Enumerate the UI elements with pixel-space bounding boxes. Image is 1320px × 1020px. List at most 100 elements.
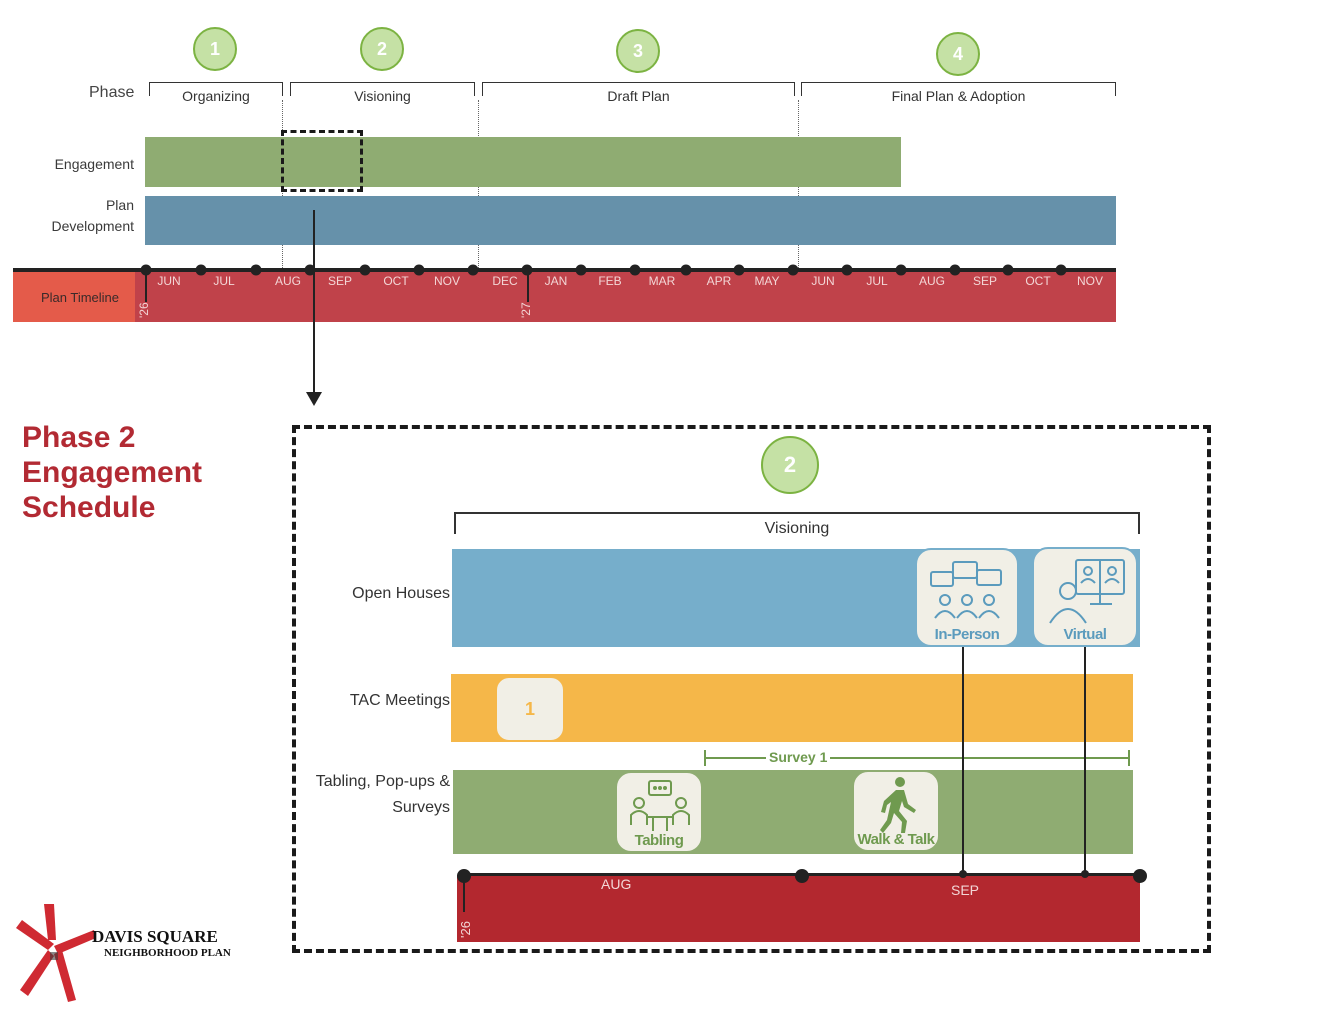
virtual-meeting-icon [1049,559,1125,624]
timeline-month-dot [949,264,961,276]
phase-4-name: Final Plan & Adoption [891,88,1026,104]
virtual-card: Virtual [1032,547,1138,647]
timeline-month-dot [140,264,152,276]
timeline-month-dot [413,264,425,276]
timeline-month-label: NOV [433,274,461,288]
walk-talk-label: Walk & Talk [857,831,935,848]
timeline-axis-line [13,268,1116,272]
in-person-connector [962,645,964,873]
plan-development-label-line1: Plan [105,197,134,213]
year-26-label: '26 [137,302,151,318]
timeline-month-dot [1055,264,1067,276]
zoom-year-tick [463,876,465,912]
zoom-dot-sep [959,870,967,878]
timeline-month-label: JUN [157,274,181,288]
tac-meetings-label: TAC Meetings [349,692,450,709]
zoom-arrow-head [306,392,322,406]
survey-span-start-cap [704,750,706,766]
year-27-label: '27 [519,302,533,318]
logo-line2: NEIGHBORHOOD PLAN [104,947,231,959]
plan-timeline-label: Plan Timeline [40,290,120,305]
in-person-label: In-Person [934,626,1000,643]
timeline-month-label: NOV [1076,274,1104,288]
open-houses-label: Open Houses [352,585,450,602]
timeline-month-dot [629,264,641,276]
phase-1-bracket [149,82,283,96]
zoom-dot-mid [795,869,809,883]
phase-2-circle: 2 [360,27,404,71]
zoom-month-aug: AUG [601,876,632,892]
zoom-visioning-label: Visioning [764,520,830,537]
walking-person-icon [880,777,916,833]
plan-development-label-line2: Development [51,218,135,234]
zoom-dashed-frame [292,425,1211,953]
walk-talk-card: Walk & Talk [852,770,940,852]
timeline-month-label: MAY [754,274,780,288]
plan-timeline-label-box [13,270,135,322]
tabling-card: Tabling [615,771,703,853]
phase-4-circle: 4 [936,32,980,76]
plan-timeline-bar [135,270,1116,322]
phase-4-bracket [801,82,1116,96]
zoom-year-label: '26 [458,921,473,938]
in-person-meeting-icon [930,561,1002,619]
timeline-month-dot [467,264,479,276]
timeline-month-dot [1002,264,1014,276]
phase-4-number: 4 [952,43,963,64]
logo-line1: DAVIS SQUARE [92,927,218,946]
zoom-title-line2: Engagement [22,456,203,489]
engagement-row-label: Engagement [54,156,134,172]
timeline-month-dot [787,264,799,276]
timeline-month-label: APR [706,274,732,288]
tabling-label: Tabling [634,832,684,849]
phase-3-name: Draft Plan [607,88,670,104]
zoom-phase-number: 2 [783,452,797,477]
open-houses-bar [452,549,1140,647]
tac-meeting-1-number: 1 [524,698,535,719]
timeline-month-label: MAR [648,274,676,288]
zoom-visioning-bracket [454,512,1140,534]
phase-2-number: 2 [376,38,387,59]
timeline-month-label: JUN [811,274,835,288]
phase-3-number: 3 [632,40,643,61]
year-27-tick [527,272,529,302]
timeline-month-label: AUG [274,274,302,288]
timeline-month-dot [195,264,207,276]
zoom-month-sep: SEP [951,882,980,898]
phase-row-label: Phase [89,84,135,101]
survey-span-line [705,757,1130,759]
phase-2-focus-box [281,130,363,192]
timeline-month-label: SEP [972,274,998,288]
timeline-month-label: JUL [213,274,235,288]
timeline-month-dot [895,264,907,276]
year-26-tick [145,272,147,302]
timeline-month-dot [304,264,316,276]
zoom-dot-end [1133,869,1147,883]
phase-2-name: Visioning [354,88,411,104]
davis-square-logo-mark [16,904,96,1002]
timeline-month-dot [575,264,587,276]
zoom-dot-virtual [1081,870,1089,878]
virtual-label: Virtual [1063,626,1107,643]
phase-1-circle: 1 [193,27,237,71]
engagement-bar [145,137,901,187]
phase-3-circle: 3 [616,29,660,73]
phase-2-bracket [290,82,475,96]
timeline-month-label: DEC [492,274,518,288]
phase-1-name: Organizing [182,88,250,104]
plan-development-bar [145,196,1116,245]
timeline-month-label: FEB [598,274,622,288]
tabling-label-line2: Surveys [392,799,450,816]
timeline-month-dot [521,264,533,276]
tabling-label-line1: Tabling, Pop-ups & [315,773,450,790]
timeline-month-dot [250,264,262,276]
timeline-month-label: OCT [383,274,409,288]
survey-label: Survey 1 [766,749,831,765]
timeline-month-dot [841,264,853,276]
timeline-month-label: AUG [918,274,946,288]
timeline-month-label: JUL [866,274,888,288]
tabling-bar [453,770,1133,854]
zoom-timeline-bar [457,875,1140,942]
zoom-title: Phase 2 Engagement Schedule [22,420,202,525]
virtual-connector [1084,645,1086,873]
